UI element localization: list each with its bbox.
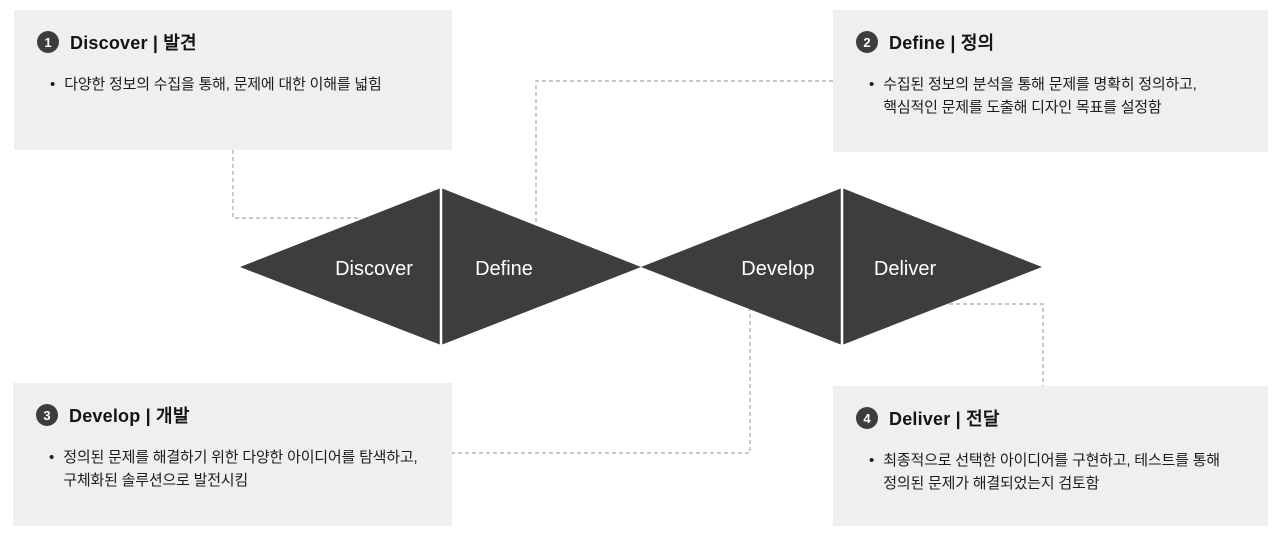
bullet-text-deliver: 최종적으로 선택한 아이디어를 구현하고, 테스트를 통해 정의된 문제가 해결… — [883, 452, 1220, 493]
box-title-discover: Discover | 발견 — [70, 33, 197, 53]
bullet-icon: • — [50, 76, 56, 93]
info-box-define: 2 Define | 정의 • 수집된 정보의 분석을 통해 문제를 명확히 정… — [833, 10, 1268, 152]
bullet-row: • 정의된 문제를 해결하기 위한 다양한 아이디어를 탐색하고, 구체화된 솔… — [36, 446, 432, 493]
diamond-label-develop: Develop — [741, 258, 814, 280]
bullet-icon: • — [49, 449, 55, 466]
bullet-text-define: 수집된 정보의 분석을 통해 문제를 명확히 정의하고, 핵심적인 문제를 도출… — [883, 76, 1197, 117]
bullet-row: • 최종적으로 선택한 아이디어를 구현하고, 테스트를 통해 정의된 문제가 … — [856, 449, 1248, 496]
bullet-row: • 다양한 정보의 수집을 통해, 문제에 대한 이해를 넓힘 — [37, 73, 432, 96]
diamond-label-discover: Discover — [335, 258, 413, 280]
box-title-develop: Develop | 개발 — [69, 406, 190, 426]
bullet-text-develop: 정의된 문제를 해결하기 위한 다양한 아이디어를 탐색하고, 구체화된 솔루션… — [63, 449, 418, 490]
bullet-icon: • — [869, 452, 875, 469]
box-title-define: Define | 정의 — [889, 33, 995, 53]
box-title-deliver: Deliver | 전달 — [889, 409, 1000, 429]
number-badge-4: 4 — [856, 407, 878, 429]
connector-discover — [232, 150, 360, 219]
connector-deliver — [949, 303, 1044, 386]
info-box-deliver: 4 Deliver | 전달 • 최종적으로 선택한 아이디어를 구현하고, 테… — [833, 386, 1268, 526]
info-box-develop: 3 Develop | 개발 • 정의된 문제를 해결하기 위한 다양한 아이디… — [13, 383, 452, 526]
bullet-icon: • — [869, 76, 875, 93]
connector-develop — [451, 309, 751, 454]
number-badge-1: 1 — [37, 31, 59, 53]
number-badge-2: 2 — [856, 31, 878, 53]
bullet-text-discover: 다양한 정보의 수집을 통해, 문제에 대한 이해를 넓힘 — [64, 76, 382, 93]
number-badge-3: 3 — [36, 404, 58, 426]
title-row: 3 Develop | 개발 — [36, 402, 432, 428]
diamond-label-define: Define — [475, 258, 533, 280]
title-row: 1 Discover | 발견 — [37, 29, 432, 55]
title-row: 4 Deliver | 전달 — [856, 405, 1248, 431]
info-box-discover: 1 Discover | 발견 • 다양한 정보의 수집을 통해, 문제에 대한… — [14, 10, 452, 150]
bullet-row: • 수집된 정보의 분석을 통해 문제를 명확히 정의하고, 핵심적인 문제를 … — [856, 73, 1248, 120]
title-row: 2 Define | 정의 — [856, 29, 1248, 55]
diamond-label-deliver: Deliver — [874, 258, 937, 280]
connector-define — [535, 80, 833, 224]
